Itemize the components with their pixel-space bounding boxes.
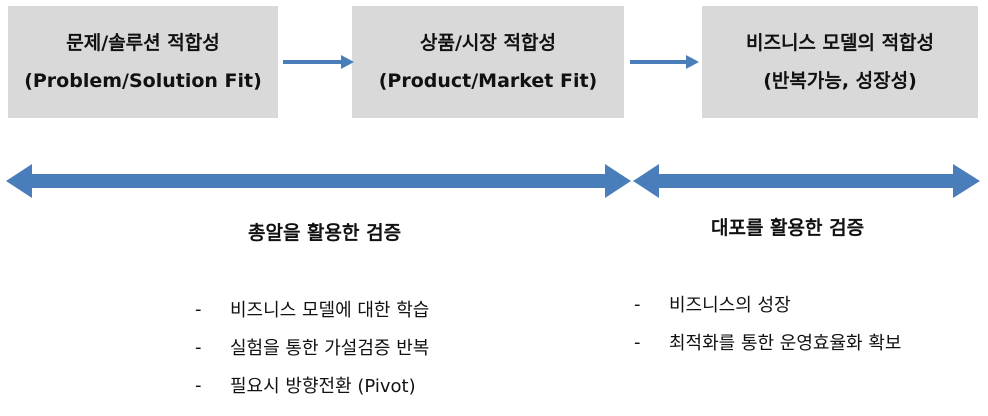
stage-box-problem-solution-fit: 문제/솔루션 적합성 (Problem/Solution Fit): [8, 6, 278, 118]
list-item-text: 필요시 방향전환 (Pivot): [230, 376, 416, 397]
bullet-marker: -: [195, 374, 202, 396]
list-item-text: 비즈니스의 성장: [669, 295, 791, 316]
stage-title: 문제/솔루션 적합성: [66, 32, 220, 54]
bullet-marker: -: [195, 336, 202, 358]
stage-box-business-model-fit: 비즈니스 모델의 적합성 (반복가능, 성장성): [702, 6, 978, 118]
bullet-marker: -: [634, 331, 641, 353]
stage-title: 비즈니스 모델의 적합성: [745, 32, 935, 54]
arrow-box1-to-box2: [283, 55, 354, 69]
stage-subtitle: (Product/Market Fit): [378, 70, 598, 92]
phase2-bullet-list: - 비즈니스의 성장 - 최적화를 통한 운영효율화 확보: [634, 285, 901, 361]
double-arrow-phase2: [633, 164, 980, 198]
list-item-text: 비즈니스 모델에 대한 학습: [230, 300, 430, 321]
list-item: - 실험을 통한 가설검증 반복: [195, 328, 429, 366]
stage-title: 상품/시장 적합성: [420, 32, 556, 54]
phase-title-cannon-validation: 대포를 활용한 검증: [711, 217, 865, 239]
list-item: - 필요시 방향전환 (Pivot): [195, 366, 429, 404]
list-item-text: 실험을 통한 가설검증 반복: [230, 338, 430, 359]
stage-subtitle: (Problem/Solution Fit): [24, 70, 262, 92]
list-item: - 비즈니스 모델에 대한 학습: [195, 290, 429, 328]
list-item: - 최적화를 통한 운영효율화 확보: [634, 323, 901, 361]
list-item-text: 최적화를 통한 운영효율화 확보: [669, 333, 902, 354]
stage-subtitle: (반복가능, 성장성): [763, 70, 917, 92]
double-arrow-phase1: [6, 164, 631, 198]
bullet-marker: -: [634, 293, 641, 315]
phase1-bullet-list: - 비즈니스 모델에 대한 학습 - 실험을 통한 가설검증 반복 - 필요시 방향전…: [195, 290, 429, 404]
list-item: - 비즈니스의 성장: [634, 285, 901, 323]
stage-box-product-market-fit: 상품/시장 적합성 (Product/Market Fit): [352, 6, 624, 118]
phase-title-bullet-validation: 총알을 활용한 검증: [248, 222, 402, 244]
arrow-box2-to-box3: [630, 55, 699, 69]
bullet-marker: -: [195, 298, 202, 320]
